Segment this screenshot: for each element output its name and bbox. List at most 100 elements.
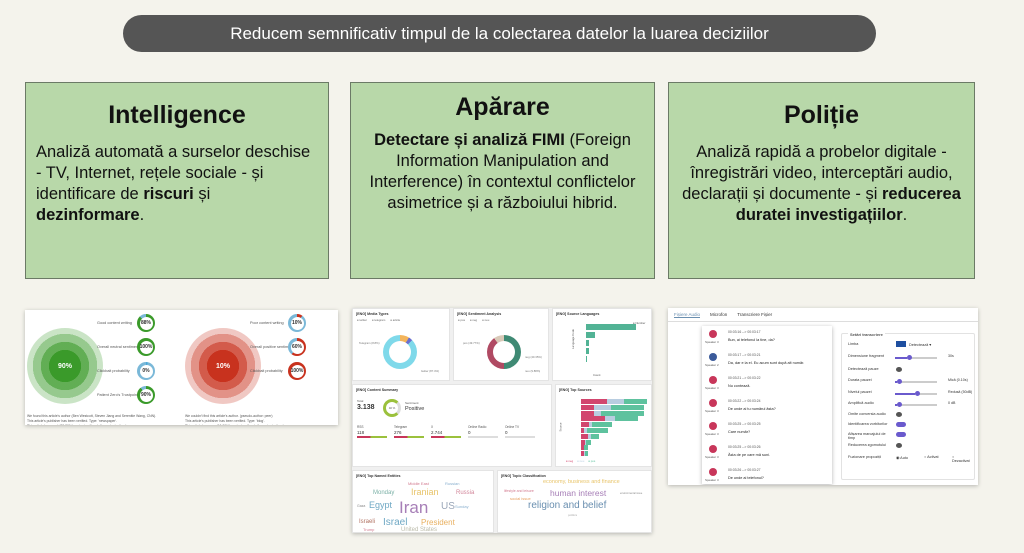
- timestamp: 00:03:16 --> 00:03:17: [728, 330, 761, 334]
- slice-label: Telegram (8.8%): [359, 341, 380, 345]
- slice-label: neg (40.35%): [525, 355, 542, 359]
- source-bar-segment: [607, 399, 624, 404]
- toggle-switch[interactable]: [896, 432, 906, 437]
- source-bar-segment: [615, 416, 639, 422]
- gauge-value: 100%: [290, 368, 304, 374]
- word-cloud-term: Gaza: [357, 504, 366, 508]
- word-cloud-term: Russia: [456, 490, 475, 496]
- headline-banner: Reducem semnificativ timpul de la colect…: [123, 15, 876, 52]
- toggle-switch[interactable]: [896, 412, 902, 417]
- utterance: Care număr?: [728, 430, 751, 434]
- card-title: Intelligence: [108, 101, 246, 129]
- word-cloud-term: Egypt: [369, 500, 393, 510]
- gauge-hole: [139, 364, 153, 378]
- word-cloud-term: Sunday: [455, 504, 469, 509]
- timestamp: 00:03:25 --> 00:03:26: [728, 445, 761, 449]
- text-span: Analiză automată a surselor deschise - T…: [36, 143, 311, 203]
- panel-title: [ENG] Content Summary: [356, 388, 399, 392]
- source-bar-segment: [588, 422, 593, 428]
- source-value: 0: [505, 430, 508, 435]
- gauge-hole: [290, 316, 304, 330]
- language-select[interactable]: Detectează ▾: [909, 343, 932, 347]
- tab-2[interactable]: Microfon: [710, 312, 728, 317]
- word-cloud-term: social issue: [510, 496, 531, 501]
- source-bar: [431, 436, 461, 438]
- speaker-avatar: [709, 330, 717, 338]
- source-bar: [394, 436, 424, 438]
- timestamp: 00:03:22 --> 00:03:24: [728, 399, 761, 403]
- legend-item: ● pos: [458, 318, 465, 322]
- slider-track[interactable]: [895, 402, 937, 407]
- text-span: .: [902, 206, 908, 224]
- source-bar-segment: [581, 404, 595, 410]
- source-bar-segment: [581, 428, 584, 433]
- gauge-value: 90%: [140, 392, 151, 398]
- utterance: Nu contează.: [728, 384, 751, 388]
- language-bar: [586, 340, 589, 346]
- gauge-ring: 100%: [137, 338, 155, 356]
- gauge-label: Clickbait probability: [97, 369, 130, 373]
- radio-option[interactable]: ○ Activat: [924, 455, 939, 459]
- tab-1[interactable]: Fișiere Audio: [674, 311, 701, 318]
- source-bar-segment: [581, 439, 585, 445]
- utterance: Da, dar e la el. Eu acum sunt după alt n…: [728, 361, 805, 365]
- panel-title: [ENG] Media Types: [356, 312, 389, 316]
- slider-track[interactable]: [895, 391, 937, 396]
- gauge-value: 10%: [291, 320, 302, 326]
- axis-label: Language Code: [570, 329, 575, 349]
- slider-thumb[interactable]: [915, 391, 920, 396]
- gauge-hole: [139, 388, 153, 402]
- word-cloud-term: politics: [568, 513, 578, 517]
- source-bar-segment: [587, 433, 591, 439]
- toggle-switch[interactable]: [896, 443, 902, 448]
- source-value: 0: [468, 430, 471, 435]
- radio-option[interactable]: ◉ Auto: [896, 456, 908, 460]
- source-bar-segment: [581, 433, 588, 439]
- toggle-switch[interactable]: [896, 422, 906, 427]
- language-bar: [586, 356, 587, 362]
- total-value: 3.138: [357, 404, 375, 411]
- word-cloud-term: President: [421, 518, 455, 527]
- description-line: We found this article's author (Ben West…: [27, 414, 157, 418]
- word-cloud-term: US: [441, 501, 455, 512]
- tab-3[interactable]: Transcriere Fișier: [737, 312, 773, 317]
- gauge-label: Good content writing: [97, 321, 132, 325]
- slider-track[interactable]: [895, 379, 937, 384]
- speaker-avatar: [709, 422, 717, 430]
- source-bar-segment: [584, 445, 588, 451]
- speaker-name: Speaker 3: [705, 455, 719, 459]
- radio-option[interactable]: ○ Dezactivat: [952, 455, 970, 463]
- source-bar-segment: [610, 404, 644, 410]
- toggle-switch[interactable]: [896, 367, 902, 372]
- gauge-hole: [290, 364, 304, 378]
- timestamp: 00:03:21 --> 00:03:22: [728, 376, 761, 380]
- emphasis-text: dezinformare: [36, 206, 140, 224]
- total-label: Total: [357, 399, 364, 403]
- source-bar-segment: [583, 428, 587, 433]
- slider-thumb[interactable]: [897, 379, 902, 384]
- legend-item: ● pos: [588, 459, 596, 463]
- slider-fill: [895, 381, 897, 383]
- source-value: 276: [394, 430, 402, 435]
- slider-thumb[interactable]: [907, 355, 912, 360]
- text-span: (Foreign Information Manipulation and In…: [369, 131, 636, 212]
- sentiment-label: Sentiment: [405, 401, 419, 405]
- language-bar: [586, 324, 636, 330]
- speaker-name: Speaker 3: [705, 432, 719, 436]
- gauge-ring: 60%: [288, 338, 306, 356]
- word-cloud-term: Russian: [445, 481, 460, 486]
- setting-label: Limba: [848, 342, 859, 346]
- source-bar: [505, 436, 535, 438]
- source-bar-segment: [581, 445, 585, 451]
- source-bar-segment: [581, 416, 606, 422]
- slider-track[interactable]: [895, 355, 937, 360]
- slider-thumb[interactable]: [897, 402, 902, 407]
- word-cloud-term: Israel: [383, 517, 408, 528]
- gauge-value: 88%: [140, 320, 151, 326]
- slider-fill: [895, 393, 915, 395]
- description-line: We couldn't find this article's author. …: [185, 414, 273, 418]
